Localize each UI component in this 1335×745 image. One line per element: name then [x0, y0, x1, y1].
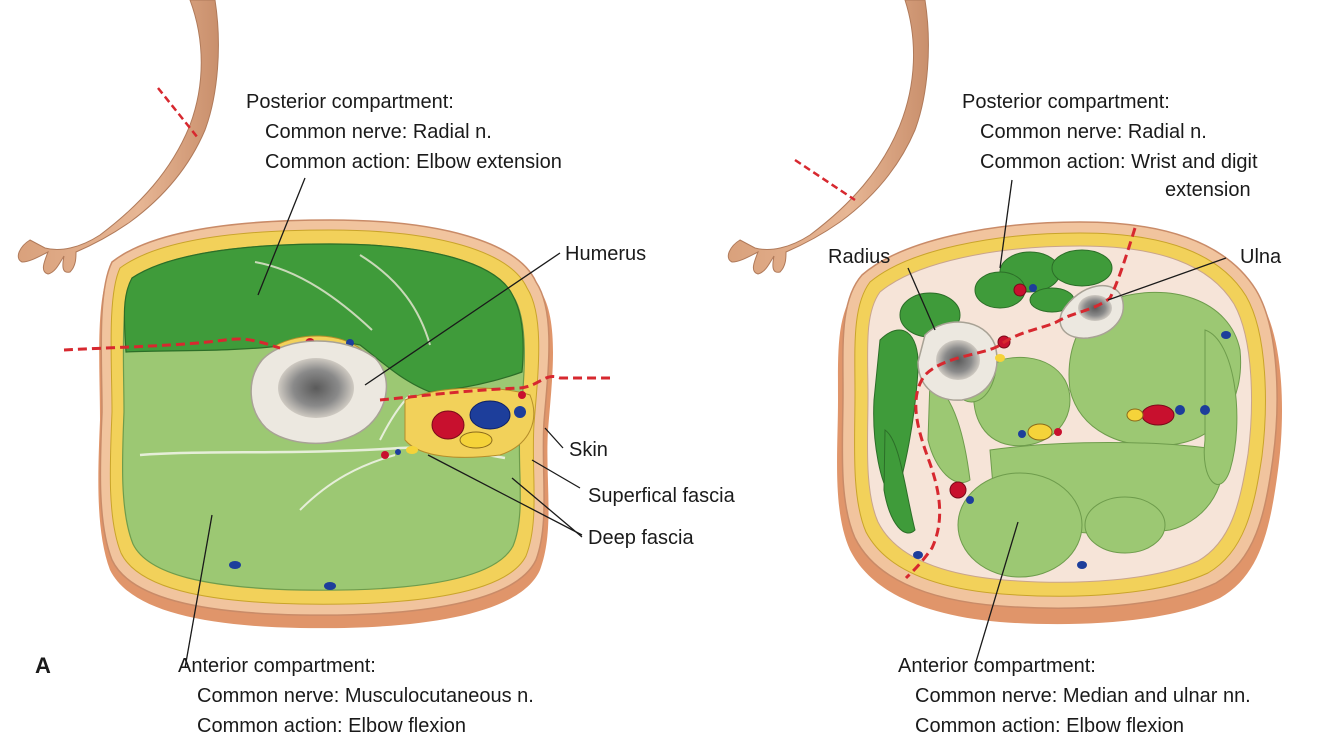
- arm-posterior-nerve: Common nerve: Radial n.: [265, 118, 492, 146]
- superficial-fascia-label: Superfical fascia: [588, 482, 735, 510]
- radius-label: Radius: [828, 243, 890, 271]
- arm-orientation-icon-right: [728, 0, 928, 274]
- arm-anterior-nerve: Common nerve: Musculocutaneous n.: [197, 682, 534, 710]
- deep-fascia-label: Deep fascia: [588, 524, 694, 552]
- forearm-anterior-nerve: Common nerve: Median and ulnar nn.: [915, 682, 1251, 710]
- forearm-cross-section: [837, 222, 1282, 624]
- humerus-label: Humerus: [565, 240, 646, 268]
- arm-posterior-heading: Posterior compartment:: [246, 88, 454, 116]
- forearm-posterior-action-line1: Common action: Wrist and digit: [980, 148, 1258, 176]
- forearm-anterior-action: Common action: Elbow flexion: [915, 712, 1184, 740]
- arm-posterior-action: Common action: Elbow extension: [265, 148, 562, 176]
- forearm-posterior-heading: Posterior compartment:: [962, 88, 1170, 116]
- arm-cross-section: [64, 220, 610, 628]
- forearm-posterior-action-line2: extension: [1165, 176, 1251, 204]
- panel-label: A: [35, 652, 51, 680]
- forearm-anterior-heading: Anterior compartment:: [898, 652, 1096, 680]
- forearm-posterior-nerve: Common nerve: Radial n.: [980, 118, 1207, 146]
- skin-label: Skin: [569, 436, 608, 464]
- arm-anterior-heading: Anterior compartment:: [178, 652, 376, 680]
- leader-skin: [545, 428, 563, 448]
- arm-anterior-action: Common action: Elbow flexion: [197, 712, 466, 740]
- ulna-label: Ulna: [1240, 243, 1281, 271]
